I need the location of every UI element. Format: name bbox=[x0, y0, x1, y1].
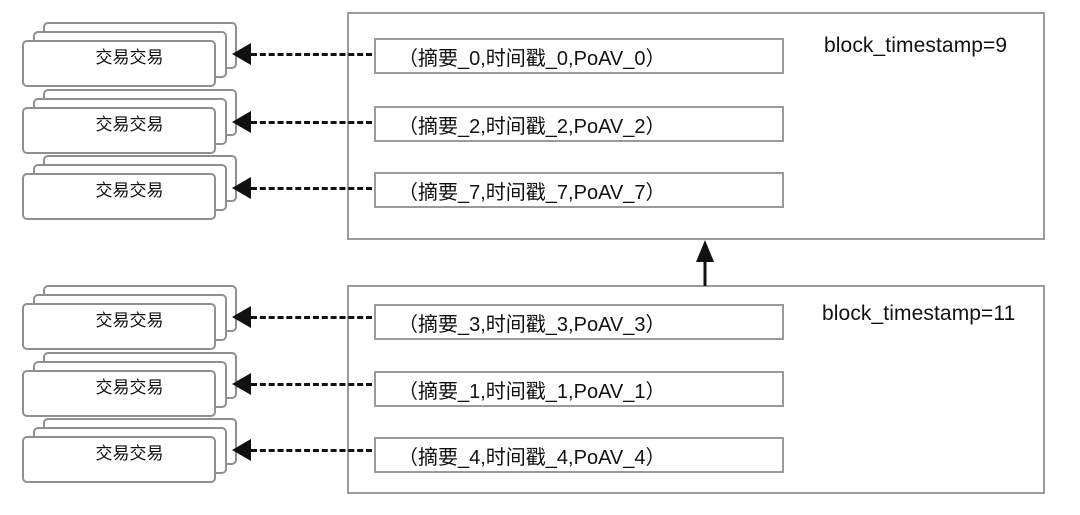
arrow-up-icon bbox=[696, 240, 714, 286]
entry-text: （摘要_4,时间戳_4,PoAV_4） bbox=[398, 446, 666, 469]
tx-card-front bbox=[22, 436, 216, 483]
block-top: block_timestamp=9 （摘要_0,时间戳_0,PoAV_0） （摘… bbox=[347, 12, 1045, 240]
tx-stack-0[interactable]: 交易交易 bbox=[22, 22, 237, 88]
tx-stack-label: 交易交易 bbox=[95, 181, 164, 200]
entry-text: （摘要_1,时间戳_1,PoAV_1） bbox=[398, 380, 666, 403]
tx-stack-1[interactable]: 交易交易 bbox=[22, 352, 237, 418]
tx-card-front bbox=[22, 173, 216, 220]
entry-text: （摘要_7,时间戳_7,PoAV_7） bbox=[398, 181, 666, 204]
tx-stack-label: 交易交易 bbox=[95, 115, 164, 134]
entry-text: （摘要_0,时间戳_0,PoAV_0） bbox=[398, 47, 666, 70]
tx-stack-3[interactable]: 交易交易 bbox=[22, 285, 237, 351]
connector-arrowhead-entry-0 bbox=[232, 43, 251, 65]
connector-arrowhead-entry-2 bbox=[232, 111, 251, 133]
block-top-entry-0[interactable]: （摘要_0,时间戳_0,PoAV_0） bbox=[374, 38, 784, 74]
entry-text: （摘要_2,时间戳_2,PoAV_2） bbox=[398, 115, 666, 138]
connector-line-entry-7 bbox=[251, 187, 372, 190]
tx-stack-label: 交易交易 bbox=[95, 444, 164, 463]
connector-arrowhead-entry-7 bbox=[232, 177, 251, 199]
tx-stack-7[interactable]: 交易交易 bbox=[22, 155, 237, 221]
connector-line-entry-4 bbox=[251, 449, 372, 452]
block-bottom-entry-1[interactable]: （摘要_1,时间戳_1,PoAV_1） bbox=[374, 371, 784, 407]
tx-card-front bbox=[22, 303, 216, 350]
tx-stack-4[interactable]: 交易交易 bbox=[22, 418, 237, 484]
block-bottom-entry-4[interactable]: （摘要_4,时间戳_4,PoAV_4） bbox=[374, 437, 784, 473]
connector-arrowhead-entry-3 bbox=[232, 306, 251, 328]
connector-arrowhead-entry-1 bbox=[232, 373, 251, 395]
block-top-timestamp-label: block_timestamp=9 bbox=[824, 34, 1008, 57]
block-bottom-timestamp-label: block_timestamp=11 bbox=[822, 302, 1016, 325]
connector-line-entry-1 bbox=[251, 383, 372, 386]
tx-card-front bbox=[22, 107, 216, 154]
tx-stack-label: 交易交易 bbox=[95, 48, 164, 67]
tx-stack-2[interactable]: 交易交易 bbox=[22, 89, 237, 155]
tx-card-front bbox=[22, 40, 216, 87]
connector-line-entry-3 bbox=[251, 316, 372, 319]
block-bottom-entry-3[interactable]: （摘要_3,时间戳_3,PoAV_3） bbox=[374, 304, 784, 340]
block-link-arrow bbox=[690, 240, 720, 286]
entry-text: （摘要_3,时间戳_3,PoAV_3） bbox=[398, 313, 666, 336]
tx-stack-label: 交易交易 bbox=[95, 311, 164, 330]
connector-line-entry-2 bbox=[251, 121, 372, 124]
block-top-entry-2[interactable]: （摘要_2,时间戳_2,PoAV_2） bbox=[374, 106, 784, 142]
connector-line-entry-0 bbox=[251, 53, 372, 56]
tx-stack-label: 交易交易 bbox=[95, 378, 164, 397]
tx-card-front bbox=[22, 370, 216, 417]
connector-arrowhead-entry-4 bbox=[232, 439, 251, 461]
block-bottom: block_timestamp=11 （摘要_3,时间戳_3,PoAV_3） （… bbox=[347, 285, 1045, 494]
block-top-entry-7[interactable]: （摘要_7,时间戳_7,PoAV_7） bbox=[374, 172, 784, 208]
